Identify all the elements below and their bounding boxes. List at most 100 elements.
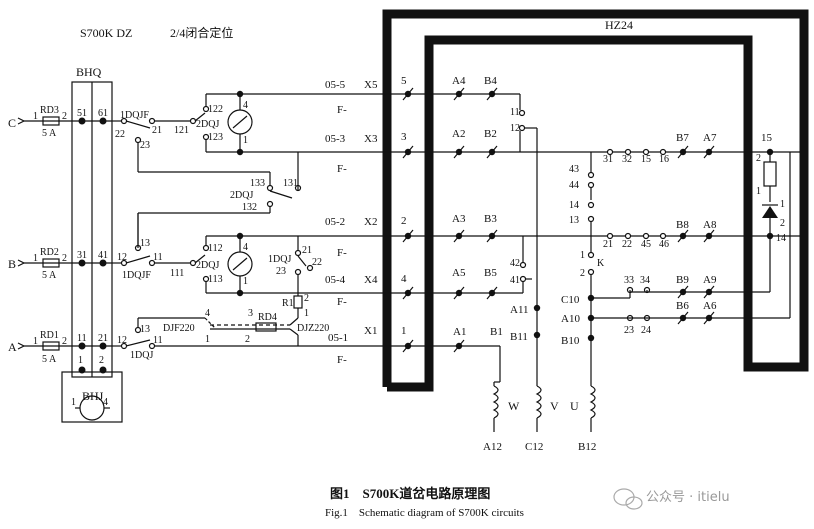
bhq-label: BHQ: [76, 65, 102, 79]
terminal-slash: [486, 145, 498, 159]
open-contact: [659, 232, 667, 240]
fuse-label: RD3: [40, 105, 59, 116]
svg-text:11: 11: [77, 333, 87, 344]
svg-text:2: 2: [756, 153, 761, 164]
svg-text:1: 1: [243, 135, 248, 146]
svg-text:4: 4: [243, 242, 248, 253]
svg-text:B1: B1: [490, 326, 503, 338]
svg-text:11: 11: [510, 107, 520, 118]
phase-label: B: [8, 257, 16, 271]
terminal-slash: [453, 339, 465, 353]
svg-text:11: 11: [153, 335, 163, 346]
svg-text:22: 22: [115, 129, 125, 140]
terminal-slash: [677, 145, 689, 159]
switch-block: 43 44 14 13 1 2 K C10 A10 B10: [561, 152, 630, 382]
svg-text:11: 11: [153, 252, 163, 263]
svg-text:DJZ220: DJZ220: [297, 323, 329, 334]
svg-text:2DQJ: 2DQJ: [230, 190, 253, 201]
svg-text:13: 13: [569, 215, 579, 226]
svg-text:A12: A12: [483, 441, 502, 453]
terminal-f: F-: [337, 163, 347, 175]
svg-text:2: 2: [62, 336, 67, 347]
svg-text:A5: A5: [452, 267, 466, 279]
right-contact-chain: 31 32 15 16 B7 A7 15 21 22 45 46 B8 A8 1…: [603, 132, 791, 336]
svg-text:A9: A9: [703, 274, 717, 286]
svg-text:A3: A3: [452, 213, 466, 225]
svg-text:13: 13: [140, 324, 150, 335]
phase-label: A: [8, 340, 17, 354]
svg-text:1: 1: [580, 250, 585, 261]
svg-text:B10: B10: [561, 335, 580, 347]
svg-text:2: 2: [99, 355, 104, 366]
svg-text:U: U: [570, 399, 579, 413]
svg-text:C10: C10: [561, 294, 580, 306]
svg-text:W: W: [508, 399, 520, 413]
svg-text:22: 22: [312, 257, 322, 268]
terminal-x: X4: [364, 274, 378, 286]
bhj-block: 1 2 1 4 BHJ: [61, 355, 123, 423]
svg-text:A8: A8: [703, 219, 717, 231]
svg-text:B8: B8: [676, 219, 689, 231]
svg-text:12: 12: [117, 335, 127, 346]
svg-text:1: 1: [33, 336, 38, 347]
svg-text:3: 3: [248, 308, 253, 319]
row-05-5-05-3-wiring: 1DQJF 22 21 23 121 122 2DQJ 123 4 1 133 …: [112, 90, 378, 248]
svg-text:1DQJF: 1DQJF: [120, 110, 149, 121]
svg-text:A7: A7: [703, 132, 717, 144]
svg-text:4: 4: [243, 100, 248, 111]
svg-text:K: K: [597, 258, 605, 269]
svg-text:133: 133: [250, 178, 265, 189]
svg-text:A10: A10: [561, 313, 580, 325]
terminal-slash: [486, 229, 498, 243]
svg-text:C12: C12: [525, 441, 543, 453]
svg-text:112: 112: [208, 243, 223, 254]
terminal-id: 05-5: [325, 79, 346, 91]
svg-text:21: 21: [152, 125, 162, 136]
svg-text:B3: B3: [484, 213, 497, 225]
svg-text:44: 44: [569, 180, 579, 191]
svg-text:12: 12: [117, 252, 127, 263]
svg-text:1: 1: [304, 308, 309, 319]
svg-text:123: 123: [208, 132, 223, 143]
svg-text:B6: B6: [676, 300, 689, 312]
svg-text:3: 3: [401, 131, 407, 143]
svg-text:A6: A6: [703, 300, 717, 312]
svg-text:1DQJ: 1DQJ: [268, 254, 291, 265]
terminal-column: 05-5 X5 F- 05-3 X3 F- 05-2 X2 F- 05-4 X4…: [325, 79, 378, 366]
svg-text:B11: B11: [510, 331, 528, 343]
svg-text:2: 2: [62, 111, 67, 122]
svg-text:2: 2: [62, 253, 67, 264]
caption-en: Fig.1 Schematic diagram of S700K circuit…: [325, 507, 524, 519]
svg-text:4: 4: [401, 273, 407, 285]
svg-text:B5: B5: [484, 267, 497, 279]
hz24-label: HZ24: [605, 18, 633, 32]
open-contact: [624, 148, 632, 156]
svg-text:33: 33: [624, 275, 634, 286]
svg-text:2: 2: [401, 215, 407, 227]
open-contact: [624, 232, 632, 240]
svg-text:A1: A1: [453, 326, 466, 338]
svg-text:2: 2: [780, 218, 785, 229]
motor-windings: W A12 V C12 U B12: [483, 304, 596, 453]
terminal-id: 05-4: [325, 274, 346, 286]
svg-text:A11: A11: [510, 304, 529, 316]
svg-text:B9: B9: [676, 274, 689, 286]
bhj-label: BHJ: [82, 389, 104, 403]
phase-b: B 1 RD2 2 5 A 31 41: [8, 247, 112, 281]
svg-text:4: 4: [103, 397, 108, 408]
svg-text:61: 61: [98, 108, 108, 119]
terminal-f: F-: [337, 104, 347, 116]
svg-text:113: 113: [208, 274, 223, 285]
terminal-slash: [703, 229, 715, 243]
terminal-slash: [402, 339, 414, 353]
svg-text:14: 14: [569, 200, 579, 211]
svg-text:B12: B12: [578, 441, 596, 453]
svg-text:1: 1: [401, 325, 407, 337]
terminal-f: F-: [337, 247, 347, 259]
svg-text:32: 32: [622, 154, 632, 165]
watermark: 公众号 · itielu: [613, 488, 730, 510]
svg-text:51: 51: [77, 108, 87, 119]
terminal-slash: [402, 229, 414, 243]
svg-text:2: 2: [304, 293, 309, 304]
svg-text:21: 21: [98, 333, 108, 344]
